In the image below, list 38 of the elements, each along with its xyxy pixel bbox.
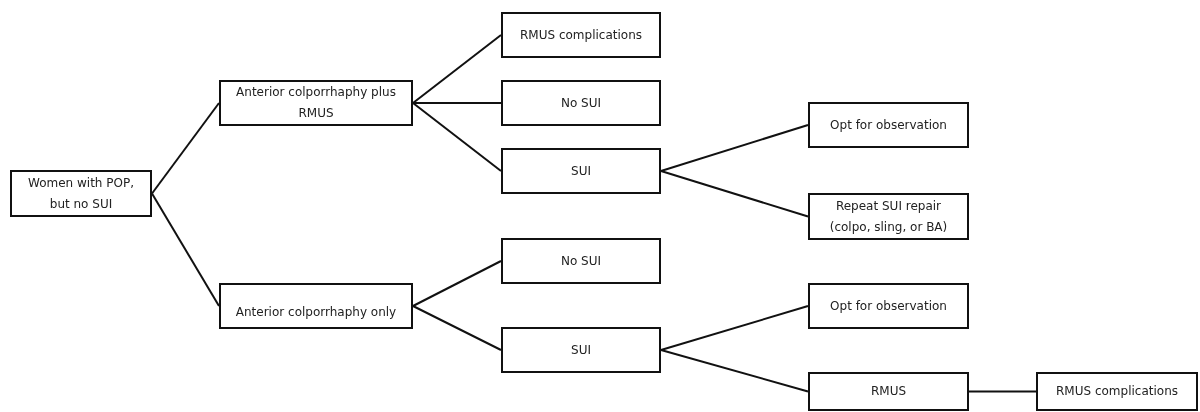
- node-label: SUI: [571, 341, 591, 359]
- node-label: Anterior colporrhaphy only: [235, 304, 397, 321]
- outcome-box: [1036, 372, 1198, 411]
- outcome-box: [808, 102, 969, 148]
- connector-line: [151, 102, 220, 195]
- node-label: RMUS: [870, 383, 907, 400]
- outcome-box: [501, 327, 661, 373]
- node-label: No SUI: [560, 252, 602, 270]
- connector-line: [412, 102, 502, 172]
- node-label: Anterior colporrhaphy plus RMUS: [235, 84, 397, 122]
- connector-line: [660, 124, 809, 172]
- outcome-box: [10, 170, 152, 217]
- outcome-box: [501, 80, 661, 126]
- outcome-box: [501, 148, 661, 194]
- connector-line: [412, 260, 502, 307]
- node-label: Opt for observation: [830, 297, 947, 315]
- outcome-box: [501, 12, 661, 58]
- outcome-box: [808, 193, 969, 240]
- node-label: RMUS complications: [1056, 383, 1178, 400]
- node-label: RMUS complications: [520, 26, 642, 44]
- outcome-box: [501, 238, 661, 284]
- outcome-box: [219, 283, 413, 329]
- connector-line: [660, 170, 809, 218]
- connector-line: [412, 34, 502, 104]
- connector-line: [412, 305, 502, 351]
- node-label: Women with POP, but no SUI: [27, 174, 135, 213]
- connector-line: [660, 305, 809, 351]
- node-label: Repeat SUI repair (colpo, sling, or BA): [828, 197, 949, 236]
- outcome-box: [808, 283, 969, 329]
- connector-line: [660, 349, 809, 393]
- connector-line: [968, 390, 1037, 393]
- node-label: Opt for observation: [830, 116, 947, 134]
- connector-line: [151, 192, 220, 307]
- connector-line: [412, 102, 502, 104]
- outcome-box: [219, 80, 413, 126]
- node-label: No SUI: [560, 94, 602, 112]
- outcome-box: [808, 372, 969, 411]
- node-label: SUI: [571, 162, 591, 180]
